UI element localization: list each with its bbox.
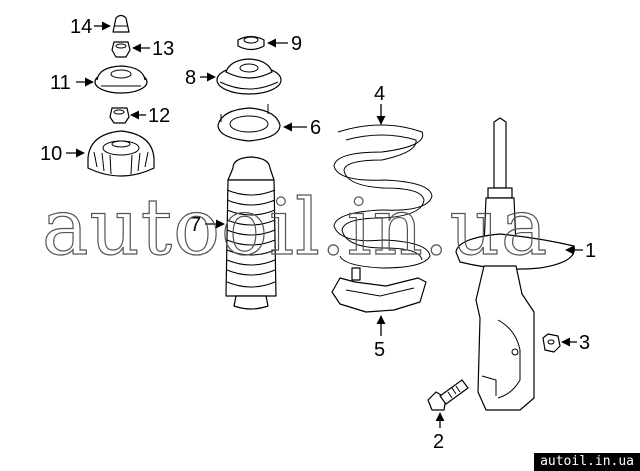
callout-8: 8 <box>185 67 216 89</box>
callout-11: 11 <box>50 72 94 94</box>
callout-6-label: 6 <box>310 117 321 139</box>
callout-14: 14 <box>70 16 111 38</box>
callout-11-label: 11 <box>50 72 71 94</box>
part-7-dust-boot <box>225 156 277 310</box>
callout-10: 10 <box>40 143 85 165</box>
part-13-nut <box>111 41 131 58</box>
callout-12-label: 12 <box>148 105 170 127</box>
callout-13-label: 13 <box>152 38 174 60</box>
callout-3-label: 3 <box>579 332 590 354</box>
callout-3: 3 <box>561 332 590 354</box>
part-1-strut-assembly <box>455 117 575 411</box>
callout-10-label: 10 <box>40 143 62 165</box>
callout-14-label: 14 <box>70 16 92 38</box>
part-14-bump-cap <box>112 14 130 33</box>
callout-9-label: 9 <box>291 33 302 55</box>
callout-8-label: 8 <box>185 67 196 89</box>
part-6-spring-seat <box>217 104 281 142</box>
part-8-strut-mount <box>216 58 282 95</box>
callout-6: 6 <box>283 117 321 139</box>
callout-2: 2 <box>433 412 445 453</box>
callout-4-label: 4 <box>374 83 385 105</box>
callout-5-label: 5 <box>374 339 385 361</box>
callout-7: 7 <box>190 214 225 236</box>
callout-9: 9 <box>267 33 302 55</box>
part-12-nut <box>109 107 130 124</box>
part-9-insulator <box>237 35 265 51</box>
callout-5: 5 <box>374 315 386 361</box>
callout-7-label: 7 <box>190 214 201 236</box>
part-11-upper-mount <box>94 65 148 94</box>
callout-1-label: 1 <box>585 240 596 262</box>
part-10-mount-bearing <box>87 130 155 177</box>
callout-4: 4 <box>374 83 386 125</box>
part-4-coil-spring <box>333 124 433 269</box>
callout-13: 13 <box>132 38 174 60</box>
part-5-lower-spring-seat <box>331 267 427 313</box>
watermark-corner-tag: autoil.in.ua <box>534 453 640 471</box>
callout-1: 1 <box>565 240 596 262</box>
part-3-nut <box>542 333 561 353</box>
part-2-bolt <box>427 379 469 411</box>
callout-12: 12 <box>130 105 170 127</box>
callout-2-label: 2 <box>433 431 444 453</box>
watermark-text: autooil.in.ua <box>42 183 548 273</box>
